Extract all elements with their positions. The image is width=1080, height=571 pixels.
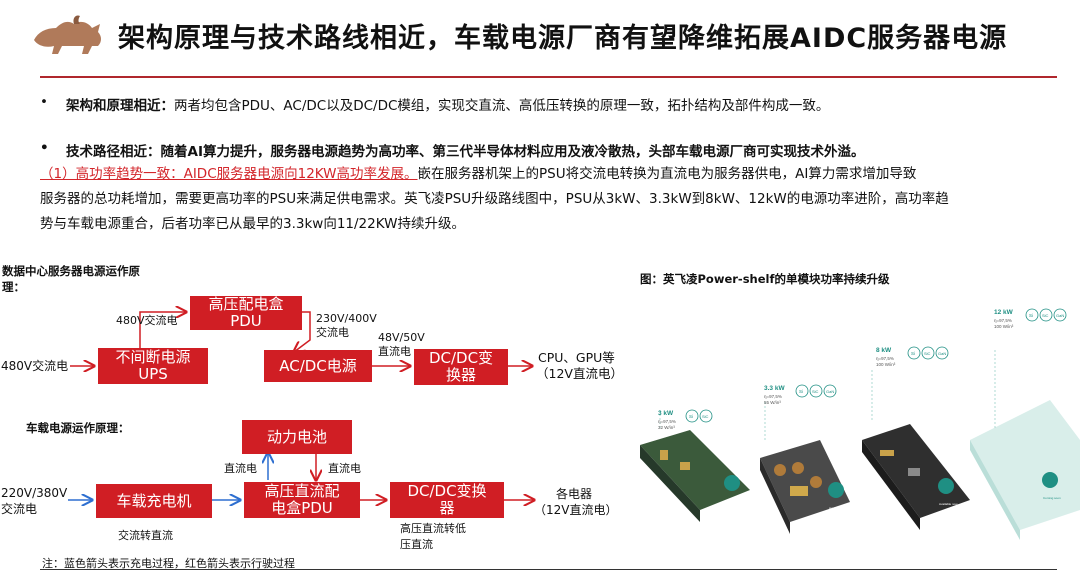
pdu-box: 高压配电盒 PDU xyxy=(190,296,302,330)
m2-eff-label: η=97,5% xyxy=(764,394,782,399)
m3-badge-text: Available now xyxy=(939,502,958,506)
chip-sic-icon: SiC xyxy=(702,414,709,419)
m3-eff-label: η=97,5% xyxy=(876,356,894,361)
m2-power-label: 3.3 kW xyxy=(764,385,785,392)
highlight-text: （1）高功率趋势一致：AIDC服务器电源向12KW高功率发展。 xyxy=(40,166,418,182)
m2-density-label: 55 W/in³ xyxy=(764,400,781,405)
ev-output-line2: （12V直流电） xyxy=(534,503,618,517)
paragraph-line-3: 势与车载电源重合，后者功率已从最早的3.3kw向11/22KW持续升级。 xyxy=(40,216,465,232)
ev-caption: 车载电源运作原理： xyxy=(26,421,130,435)
title-divider xyxy=(40,76,1057,78)
m3-density-label: 100 W/in³ xyxy=(876,362,896,367)
dc-ac-230-label: 230V/400V xyxy=(316,312,377,325)
bottom-divider xyxy=(40,569,1057,570)
chip-si-icon: Si xyxy=(689,414,693,419)
m2-badge-text: Available now xyxy=(829,506,848,510)
module-8kw xyxy=(862,370,970,530)
paragraph-line-1: （1）高功率趋势一致：AIDC服务器电源向12KW高功率发展。嵌在服务器机架上的… xyxy=(40,166,917,182)
m4-badge-text: Coming soon xyxy=(1043,496,1061,500)
dc-output-line1: CPU、GPU等 xyxy=(538,350,615,365)
bullet-mark: • xyxy=(40,140,49,156)
bull-logo-icon xyxy=(34,15,101,54)
ev-ac-dc-label: 交流转直流 xyxy=(118,529,173,542)
chip-sic-icon: SiC xyxy=(812,389,819,394)
chip-sic-icon: SiC xyxy=(924,351,931,356)
chip-gan-icon: GaN xyxy=(826,389,834,394)
available-badge-icon xyxy=(828,482,844,498)
acdc-box: AC/DC电源 xyxy=(264,350,372,382)
ev-hv-lv-line1: 高压直流转低 xyxy=(400,522,466,535)
dc-dc-48-unit: 直流电 xyxy=(378,345,411,358)
available-badge-icon xyxy=(938,478,954,494)
bullet-label: 架构和原理相近： xyxy=(66,98,174,114)
hv-pdu-box: 高压直流配 电盒PDU xyxy=(244,482,360,518)
chip-si-icon: Si xyxy=(911,351,915,356)
dcdc-box: DC/DC变 换器 xyxy=(414,349,508,385)
battery-box: 动力电池 xyxy=(242,420,352,454)
m4-eff-label: η=97,5% xyxy=(994,318,1012,323)
m4-power-label: 12 kW xyxy=(994,309,1014,316)
chip-gan-icon: GaN xyxy=(1056,313,1064,318)
power-shelf-modules-image: 3 kW η=97,5% 32 W/in³ Si SiC 3.3 kW η=97… xyxy=(640,308,1080,540)
available-badge-icon xyxy=(724,475,740,491)
ev-dcdc-box: DC/DC变换 器 xyxy=(390,482,504,518)
m1-badge-text: Available now xyxy=(725,499,744,503)
bullet-text: 两者均包含PDU、AC/DC以及DC/DC模组，实现交直流、高低压转换的原理一致… xyxy=(174,98,830,114)
dc-dc-48-label: 48V/50V xyxy=(378,331,425,344)
dc-ac-480-label: 480V交流电 xyxy=(116,314,178,327)
dc-input-label: 480V交流电 xyxy=(1,359,69,373)
product-figure-caption: 图：英飞凌Power-shelf的单模块功率持续升级 xyxy=(640,272,890,286)
chip-sic-icon: SiC xyxy=(1042,313,1049,318)
dc-ac-230-unit: 交流电 xyxy=(316,326,349,339)
ev-output-line1: 各电器 xyxy=(556,487,593,501)
bullet-text: 技术路径相近：随着AI算力提升，服务器电源趋势为高功率、第三代半导体材料应用及液… xyxy=(66,144,865,160)
ev-dc-left-label: 直流电 xyxy=(224,462,257,475)
m4-density-label: 100 W/in³ xyxy=(994,324,1014,329)
chip-si-icon: Si xyxy=(1029,313,1033,318)
ev-hv-lv-line2: 压直流 xyxy=(400,538,433,551)
ups-box: 不间断电源 UPS xyxy=(98,348,208,384)
chip-gan-icon: GaN xyxy=(938,351,946,356)
module-12kw xyxy=(970,350,1080,540)
m3-power-label: 8 kW xyxy=(876,347,892,354)
chip-si-icon: Si xyxy=(799,389,803,394)
page-title: 架构原理与技术路线相近，车载电源厂商有望降维拓展AIDC服务器电源 xyxy=(118,23,1008,54)
module-3kw xyxy=(640,408,750,522)
m1-eff-label: η=97,5% xyxy=(658,419,676,424)
module-3-3kw xyxy=(760,402,850,534)
ev-input-line1: 220V/380V xyxy=(1,486,68,500)
paragraph-line-2: 服务器的总功耗增加，需要更高功率的PSU来满足供电需求。英飞凌PSU升级路线图中… xyxy=(40,191,949,207)
charger-box: 车载充电机 xyxy=(96,484,212,518)
dc-caption-line1: 数据中心服务器电源运作原 xyxy=(2,264,140,278)
diagram-note: 注：蓝色箭头表示充电过程，红色箭头表示行驶过程 xyxy=(42,557,295,570)
m1-power-label: 3 kW xyxy=(658,410,674,417)
dc-output-line2: （12V直流电） xyxy=(536,366,623,381)
m1-density-label: 32 W/in³ xyxy=(658,425,675,430)
coming-soon-badge-icon xyxy=(1042,472,1058,488)
dc-caption-line2: 理： xyxy=(2,280,25,294)
ev-input-line2: 交流电 xyxy=(1,502,38,516)
bullet-mark: • xyxy=(40,94,48,110)
ev-dc-right-label: 直流电 xyxy=(328,462,361,475)
